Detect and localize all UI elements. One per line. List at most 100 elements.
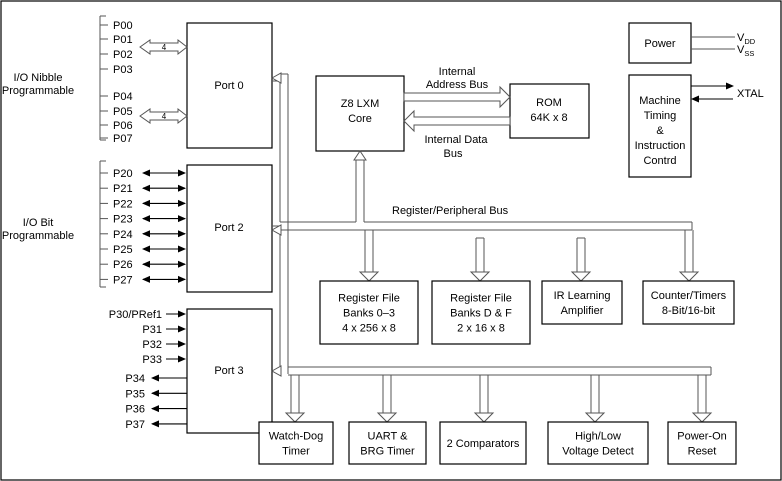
peripheral-block-label: 4 x 256 x 8 xyxy=(342,323,396,335)
timing-label-line: Machine xyxy=(639,95,681,107)
peripheral-block-label: Register File xyxy=(450,293,512,305)
reg-bus-label: Register/Peripheral Bus xyxy=(392,205,509,217)
port2-bracket xyxy=(99,160,106,288)
peripheral-block-label: Banks 0–3 xyxy=(343,308,395,320)
power-block xyxy=(628,22,692,64)
address-bus-arrow xyxy=(403,85,511,109)
io-bit-label-1: I/O Bit xyxy=(23,217,54,229)
port3-input-label: P33 xyxy=(142,354,162,366)
port3-input-label: P30/PRef1 xyxy=(109,309,162,321)
port0-pin-label: P01 xyxy=(113,34,133,46)
port0-bracket xyxy=(99,15,106,141)
peripheral-block-label: Counter/Timers xyxy=(651,290,727,302)
port3-input-label: P31 xyxy=(142,324,162,336)
port2-pin-label: P22 xyxy=(113,198,133,210)
data-bus-arrow xyxy=(403,109,511,133)
port0-pin-label: P07 xyxy=(113,133,133,145)
vss-label: VSS xyxy=(737,44,754,58)
rom-label-1: ROM xyxy=(536,97,562,109)
bus-drop-arrow xyxy=(358,271,380,282)
nibble-bus-lower xyxy=(139,107,188,125)
peripheral-block-label: Watch-Dog xyxy=(269,431,324,443)
port2-pin-label: P21 xyxy=(113,183,133,195)
port2-pin-label: P25 xyxy=(113,244,133,256)
vdd-label: VDD xyxy=(737,32,756,46)
port3-block xyxy=(186,308,273,434)
core-label-1: Z8 LXM xyxy=(341,98,380,110)
port0-pin-label: P02 xyxy=(113,49,133,61)
timing-label-line: Timing xyxy=(644,110,677,122)
timing-label-line: Contrd xyxy=(643,155,676,167)
timing-label-line: & xyxy=(656,125,664,137)
peripheral-block-label: 8-Bit/16-bit xyxy=(662,305,715,317)
io-nibble-label-2: Programmable xyxy=(2,85,74,97)
port0-pin-label: P04 xyxy=(113,91,133,103)
port0-label: Port 0 xyxy=(214,80,243,92)
peripheral-bus xyxy=(270,72,712,413)
port2-pin-label: P20 xyxy=(113,168,133,180)
power-label: Power xyxy=(644,38,676,50)
core-block xyxy=(315,75,405,152)
timing-label-line: Instruction xyxy=(635,140,686,152)
address-bus-label-1: Internal xyxy=(439,66,476,78)
port3-output-label: P37 xyxy=(125,419,145,431)
peripheral-block-label: Power-On xyxy=(677,431,727,443)
peripheral-block-label: Register File xyxy=(338,293,400,305)
bus-drop-arrow xyxy=(473,412,495,423)
rom-label-2: 64K x 8 xyxy=(530,112,567,124)
port2-pin-label: P23 xyxy=(113,214,133,226)
xtal-label: XTAL xyxy=(737,88,764,100)
bus-drop-arrow xyxy=(376,412,398,423)
port2-label: Port 2 xyxy=(214,222,243,234)
port2-block xyxy=(186,164,273,293)
rom-block xyxy=(509,83,590,139)
peripheral-block-label: 2 x 16 x 8 xyxy=(457,323,505,335)
peripheral-block-label: UART & xyxy=(368,431,409,443)
port0-pin-label: P05 xyxy=(113,106,133,118)
core-label-2: Core xyxy=(348,113,372,125)
peripheral-block-label: Timer xyxy=(282,446,310,458)
port2-pin-label: P26 xyxy=(113,259,133,271)
io-bit-label-2: Programmable xyxy=(2,230,74,242)
port0-pin-label: P06 xyxy=(113,120,133,132)
peripheral-block-label: IR Learning xyxy=(554,290,611,302)
port3-label: Port 3 xyxy=(214,365,243,377)
peripheral-block-label: Banks D & F xyxy=(450,308,512,320)
peripheral-block-label: Reset xyxy=(688,446,717,458)
port2-pin-label: P27 xyxy=(113,274,133,286)
bus-drop-arrow xyxy=(284,412,306,423)
nibble-bus-upper xyxy=(139,38,188,56)
timing-block xyxy=(628,74,692,178)
nibble-width-lower: 4 xyxy=(162,112,167,121)
port3-input-label: P32 xyxy=(142,339,162,351)
peripheral-block-label: Voltage Detect xyxy=(562,446,634,458)
address-bus-label-2: Address Bus xyxy=(426,79,489,91)
data-bus-label-2: Bus xyxy=(444,148,463,160)
data-bus-label-1: Internal Data xyxy=(425,134,489,146)
port3-output-label: P34 xyxy=(125,373,145,385)
bus-drop-arrow xyxy=(469,271,491,282)
peripheral-block: UART &BRG Timer xyxy=(348,421,427,465)
peripheral-block: 2 Comparators xyxy=(439,421,527,465)
port0-pin-label: P03 xyxy=(113,64,133,76)
bus-drop-arrow xyxy=(584,412,606,423)
port2-pin-label: P24 xyxy=(113,229,133,241)
nibble-width-upper: 4 xyxy=(162,43,167,52)
port0-block xyxy=(186,22,273,149)
peripheral-block: Counter/Timers 8-Bit/16-bit xyxy=(642,280,735,325)
peripheral-block-label: 2 Comparators xyxy=(447,438,520,450)
port3-output-label: P36 xyxy=(125,404,145,416)
bus-drop-arrow xyxy=(678,271,700,282)
port3-output-label: P35 xyxy=(125,388,145,400)
peripheral-block-label: Amplifier xyxy=(561,305,604,317)
power-lines xyxy=(691,36,735,50)
